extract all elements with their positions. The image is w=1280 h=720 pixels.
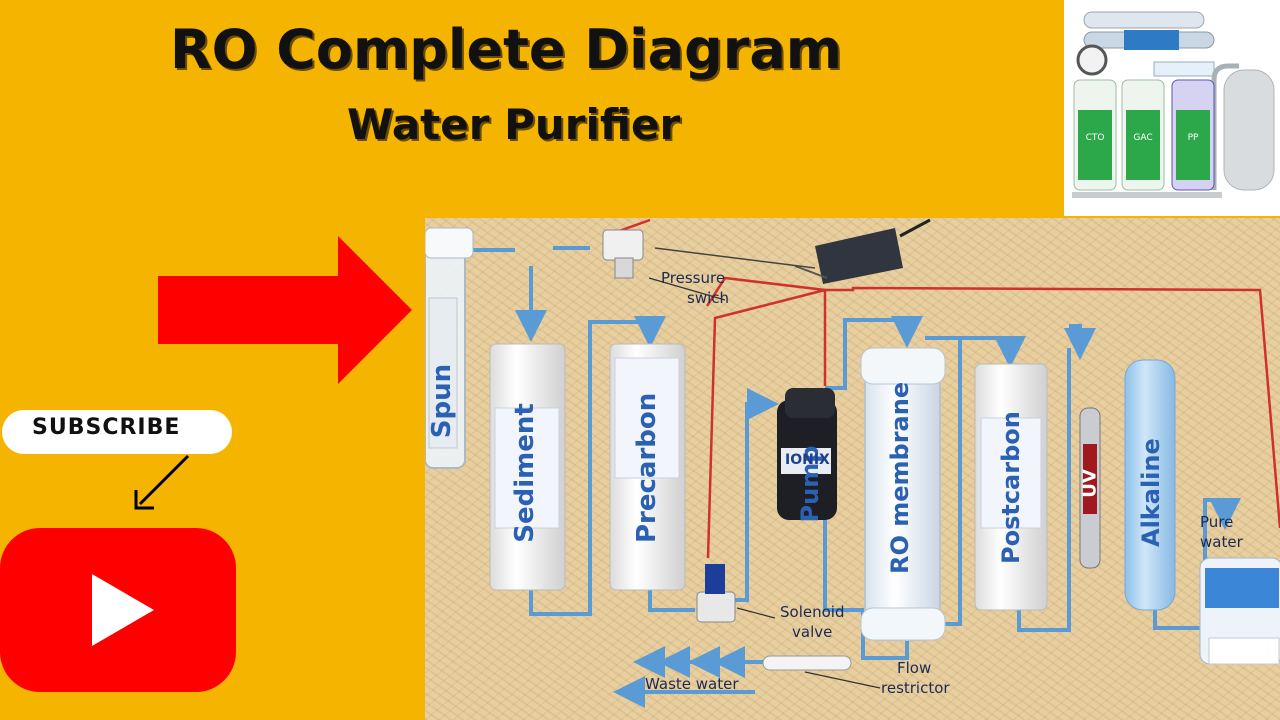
- small-arrow-icon: [134, 454, 190, 510]
- pure-line2: water: [1200, 533, 1243, 551]
- flow-line2: restrictor: [881, 679, 950, 697]
- product-thumbnail: CTO GAC PP: [1064, 0, 1280, 216]
- solenoid-valve-label: Solenoid valve: [780, 602, 844, 642]
- youtube-logo-icon[interactable]: [0, 528, 236, 692]
- pressure-switch-label: Pressure swich: [661, 268, 729, 308]
- ro-diagram: Pressure swich Solenoid valve Flow restr…: [425, 218, 1280, 720]
- thumb-label-cto: CTO: [1086, 133, 1105, 143]
- flow-line1: Flow: [897, 659, 932, 677]
- thumb-label-gac: GAC: [1133, 133, 1152, 143]
- postcarbon-label: Postcarbon: [997, 411, 1025, 564]
- alkaline-label: Alkaline: [1137, 438, 1165, 547]
- page-subtitle: Water Purifier: [347, 100, 681, 149]
- waste-water-label: Waste water: [645, 675, 739, 693]
- page-title: RO Complete Diagram: [170, 18, 843, 81]
- spun-label: Spun: [427, 363, 457, 439]
- subscribe-label: SUBSCRIBE: [32, 415, 181, 440]
- flow-restrictor-label: Flow restrictor: [881, 658, 950, 698]
- solenoid-line2: valve: [792, 623, 833, 641]
- solenoid-line1: Solenoid: [780, 603, 845, 621]
- thumb-label-pp: PP: [1188, 133, 1199, 143]
- pure-line1: Pure: [1200, 513, 1234, 531]
- sediment-label: Sediment: [510, 403, 540, 543]
- pressure-switch-line2: swich: [687, 289, 730, 307]
- pointer-arrow-icon: [158, 236, 412, 384]
- pure-water-label: Pure water: [1200, 512, 1243, 552]
- uv-label: UV: [1079, 469, 1101, 498]
- subscribe-button[interactable]: SUBSCRIBE: [2, 410, 232, 454]
- pressure-switch-line1: Pressure: [661, 269, 726, 287]
- ro-membrane-label: RO membrane: [886, 381, 914, 574]
- precarbon-label: Precarbon: [632, 392, 662, 543]
- pump-brand-label: IONIX: [785, 452, 830, 468]
